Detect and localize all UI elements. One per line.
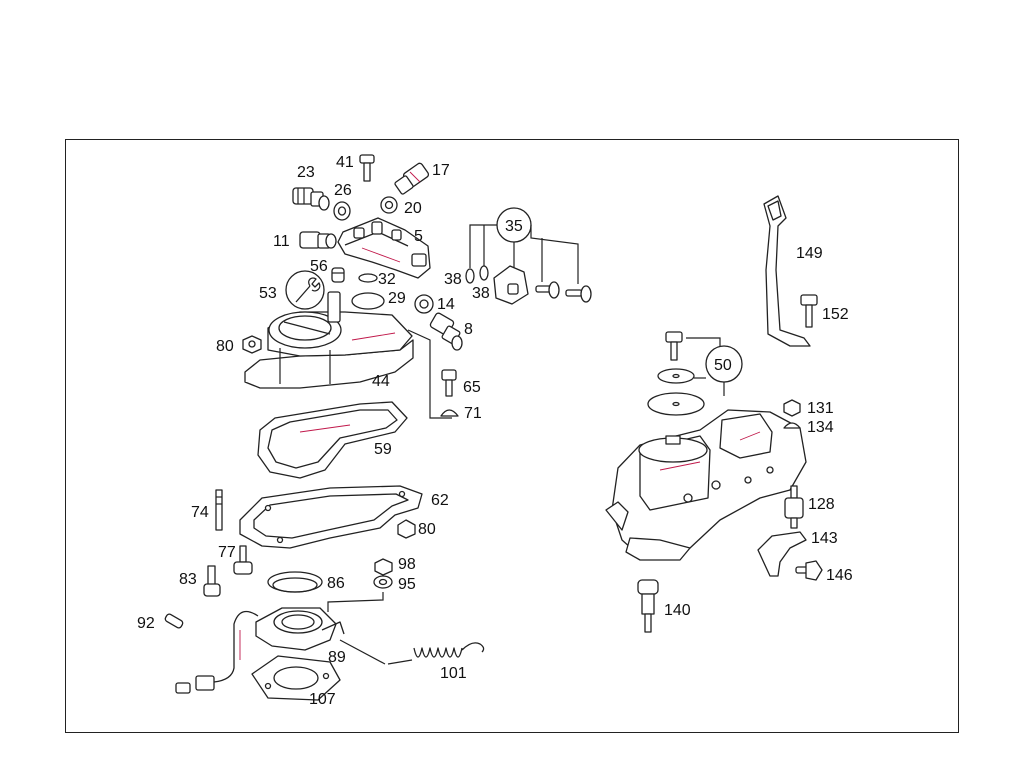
label-143: 143 xyxy=(811,530,838,547)
washer-50a xyxy=(657,368,695,384)
screw-35b xyxy=(565,285,592,303)
label-35: 35 xyxy=(505,218,523,235)
bolt-50 xyxy=(665,331,683,361)
label-53: 53 xyxy=(259,285,277,302)
gasket-62 xyxy=(239,485,423,549)
label-92: 92 xyxy=(137,615,155,632)
switch-35 xyxy=(493,265,529,305)
bolt-146 xyxy=(795,560,823,581)
label-149: 149 xyxy=(796,245,823,262)
bolt-41 xyxy=(359,154,375,182)
label-59: 59 xyxy=(374,441,392,458)
label-101: 101 xyxy=(440,665,467,682)
nut-131 xyxy=(783,399,801,417)
stud-74 xyxy=(215,489,223,531)
label-98: 98 xyxy=(398,556,416,573)
washer-95 xyxy=(373,575,393,589)
fitting-17 xyxy=(394,162,430,195)
leader-89-95 xyxy=(327,592,384,612)
washer-20 xyxy=(380,196,398,214)
label-71: 71 xyxy=(464,405,482,422)
fitting-23 xyxy=(292,187,330,211)
bracket-149 xyxy=(763,195,811,347)
label-89: 89 xyxy=(328,649,346,666)
label-26: 26 xyxy=(334,182,352,199)
leader-89-101 xyxy=(339,639,386,665)
label-86: 86 xyxy=(327,575,345,592)
oring-29 xyxy=(351,292,385,310)
label-146: 146 xyxy=(826,567,853,584)
label-152: 152 xyxy=(822,306,849,323)
label-29: 29 xyxy=(388,290,406,307)
label-74: 74 xyxy=(191,504,209,521)
spring-101 xyxy=(387,642,485,665)
label-80-upper: 80 xyxy=(216,338,234,355)
washer-71 xyxy=(440,409,459,417)
nut-80-upper xyxy=(242,335,262,354)
label-11: 11 xyxy=(273,233,290,250)
seal-14 xyxy=(414,294,434,314)
bolt-65 xyxy=(441,369,457,397)
screw-35a xyxy=(535,281,560,299)
label-5: 5 xyxy=(414,228,423,245)
washer-26 xyxy=(333,201,351,221)
label-50: 50 xyxy=(714,357,732,374)
label-128: 128 xyxy=(808,496,835,513)
label-95: 95 xyxy=(398,576,416,593)
label-20: 20 xyxy=(404,200,422,217)
label-44: 44 xyxy=(372,373,390,390)
nut-80-lower xyxy=(397,519,416,539)
stud-77 xyxy=(233,545,253,575)
wrench-symbol-53 xyxy=(285,270,325,310)
group-35-marker xyxy=(469,207,579,284)
pin-140 xyxy=(637,579,659,633)
upper-body-44 xyxy=(244,291,414,389)
label-134: 134 xyxy=(807,419,834,436)
label-65: 65 xyxy=(463,379,481,396)
washer-38b xyxy=(479,265,489,281)
label-131: 131 xyxy=(807,400,834,417)
diagram-frame xyxy=(65,139,959,733)
label-140: 140 xyxy=(664,602,691,619)
label-17: 17 xyxy=(432,162,450,179)
washer-134 xyxy=(783,422,801,429)
label-38-b: 38 xyxy=(472,285,490,302)
label-23: 23 xyxy=(297,164,315,181)
oring-32 xyxy=(358,273,378,283)
pin-92 xyxy=(164,613,184,629)
label-14: 14 xyxy=(437,296,455,313)
label-8: 8 xyxy=(464,321,473,338)
label-38-a: 38 xyxy=(444,271,462,288)
fitting-11 xyxy=(299,231,337,249)
label-83: 83 xyxy=(179,571,197,588)
label-32: 32 xyxy=(378,271,396,288)
cap-56 xyxy=(331,267,345,283)
group-50-marker xyxy=(686,337,743,396)
washer-50b xyxy=(647,392,705,416)
washer-38a xyxy=(465,268,475,284)
label-107: 107 xyxy=(309,691,336,708)
bracket-143 xyxy=(757,531,807,577)
nut-98 xyxy=(374,558,393,576)
mount-128 xyxy=(784,485,804,529)
stud-83 xyxy=(203,565,221,597)
fitting-8 xyxy=(429,312,463,351)
label-41: 41 xyxy=(336,154,354,171)
label-62: 62 xyxy=(431,492,449,509)
leader-44-65-71 xyxy=(407,329,452,419)
callout-labels: 23 41 17 26 20 11 5 56 32 53 29 14 8 35 … xyxy=(137,154,853,708)
throttle-body-89 xyxy=(175,607,345,694)
label-56: 56 xyxy=(310,258,328,275)
clamp-86 xyxy=(267,571,323,593)
label-80-lower: 80 xyxy=(418,521,436,538)
gasket-59 xyxy=(257,401,408,479)
housing-5 xyxy=(337,217,431,279)
carburetor-body-right xyxy=(605,409,807,561)
gasket-107 xyxy=(251,655,341,701)
label-77: 77 xyxy=(218,544,236,561)
bolt-152 xyxy=(800,294,818,328)
